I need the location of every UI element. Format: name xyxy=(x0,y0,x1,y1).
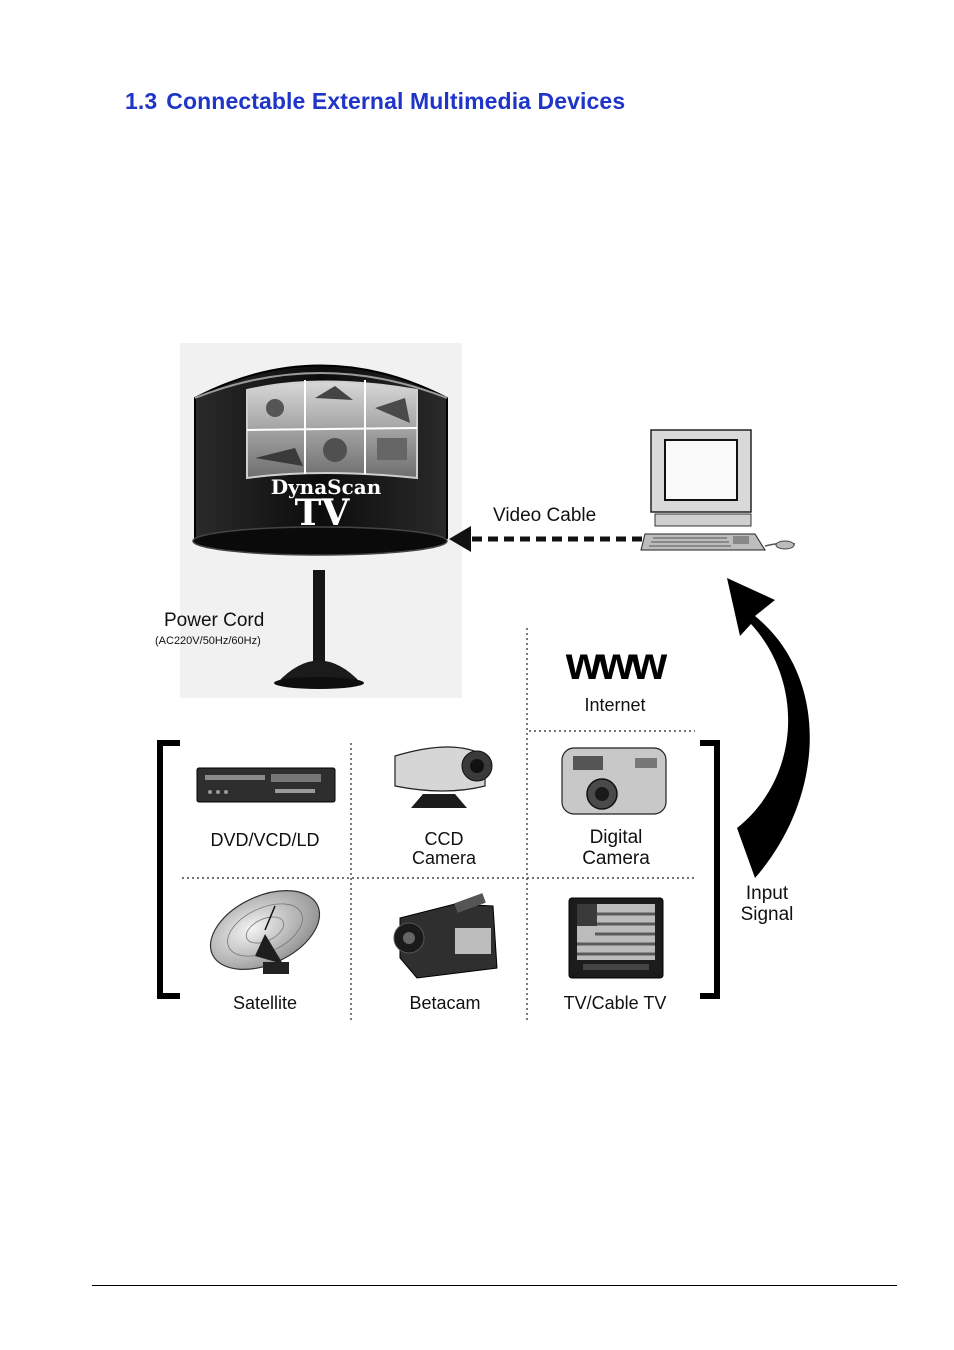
ccd-camera-label-line2: Camera xyxy=(411,848,477,869)
satellite-label: Satellite xyxy=(232,993,298,1013)
ccd-camera-label-line1: CCD xyxy=(424,829,464,849)
grid-dividers xyxy=(182,628,695,1023)
tv-brand-label: DynaScan xyxy=(270,475,382,499)
diagram-artwork: www xyxy=(157,343,810,1023)
digital-camera-label: Digital Camera xyxy=(582,827,650,869)
personal-computer-image xyxy=(640,429,796,551)
www-icon: www xyxy=(565,637,671,689)
betacam-image xyxy=(393,893,498,979)
input-signal-label: Input Signal xyxy=(740,883,794,925)
digital-camera-label-line2: Camera xyxy=(582,847,650,869)
satellite-dish-image xyxy=(209,890,321,974)
ccd-camera-label: CCD Camera xyxy=(411,829,477,869)
ccd-camera-image xyxy=(394,746,493,808)
power-spec-label: (AC220V/50Hz/60Hz) xyxy=(155,635,261,647)
section-number: 1.3 xyxy=(125,88,158,114)
video-cable-label: Video Cable xyxy=(493,505,597,526)
input-signal-label-line2: Signal xyxy=(740,903,794,925)
footer-divider xyxy=(92,1285,897,1286)
devices-diagram: www xyxy=(155,338,820,1023)
input-signal-arrow xyxy=(727,578,810,878)
right-bracket xyxy=(700,740,720,999)
section-title: Connectable External Multimedia Devices xyxy=(166,88,626,114)
digital-camera-label-line1: Digital xyxy=(589,827,643,848)
dvd-player-image xyxy=(196,767,336,803)
digital-camera-image xyxy=(561,747,667,815)
video-cable-arrow xyxy=(449,526,642,552)
section-heading: 1.3 Connectable External Multimedia Devic… xyxy=(125,88,625,115)
internet-label: Internet xyxy=(584,695,646,715)
tv-model-label: TV xyxy=(294,492,350,534)
dvd-label: DVD/VCD/LD xyxy=(210,830,320,850)
betacam-label: Betacam xyxy=(409,993,481,1013)
input-signal-label-line1: Input xyxy=(745,883,789,904)
power-cord-label: Power Cord xyxy=(164,610,265,631)
left-bracket xyxy=(157,740,180,999)
television-image xyxy=(568,897,664,979)
www-text: www xyxy=(565,637,668,689)
dynascan-tv-image xyxy=(192,364,448,689)
tv-cable-label: TV/Cable TV xyxy=(563,993,667,1013)
